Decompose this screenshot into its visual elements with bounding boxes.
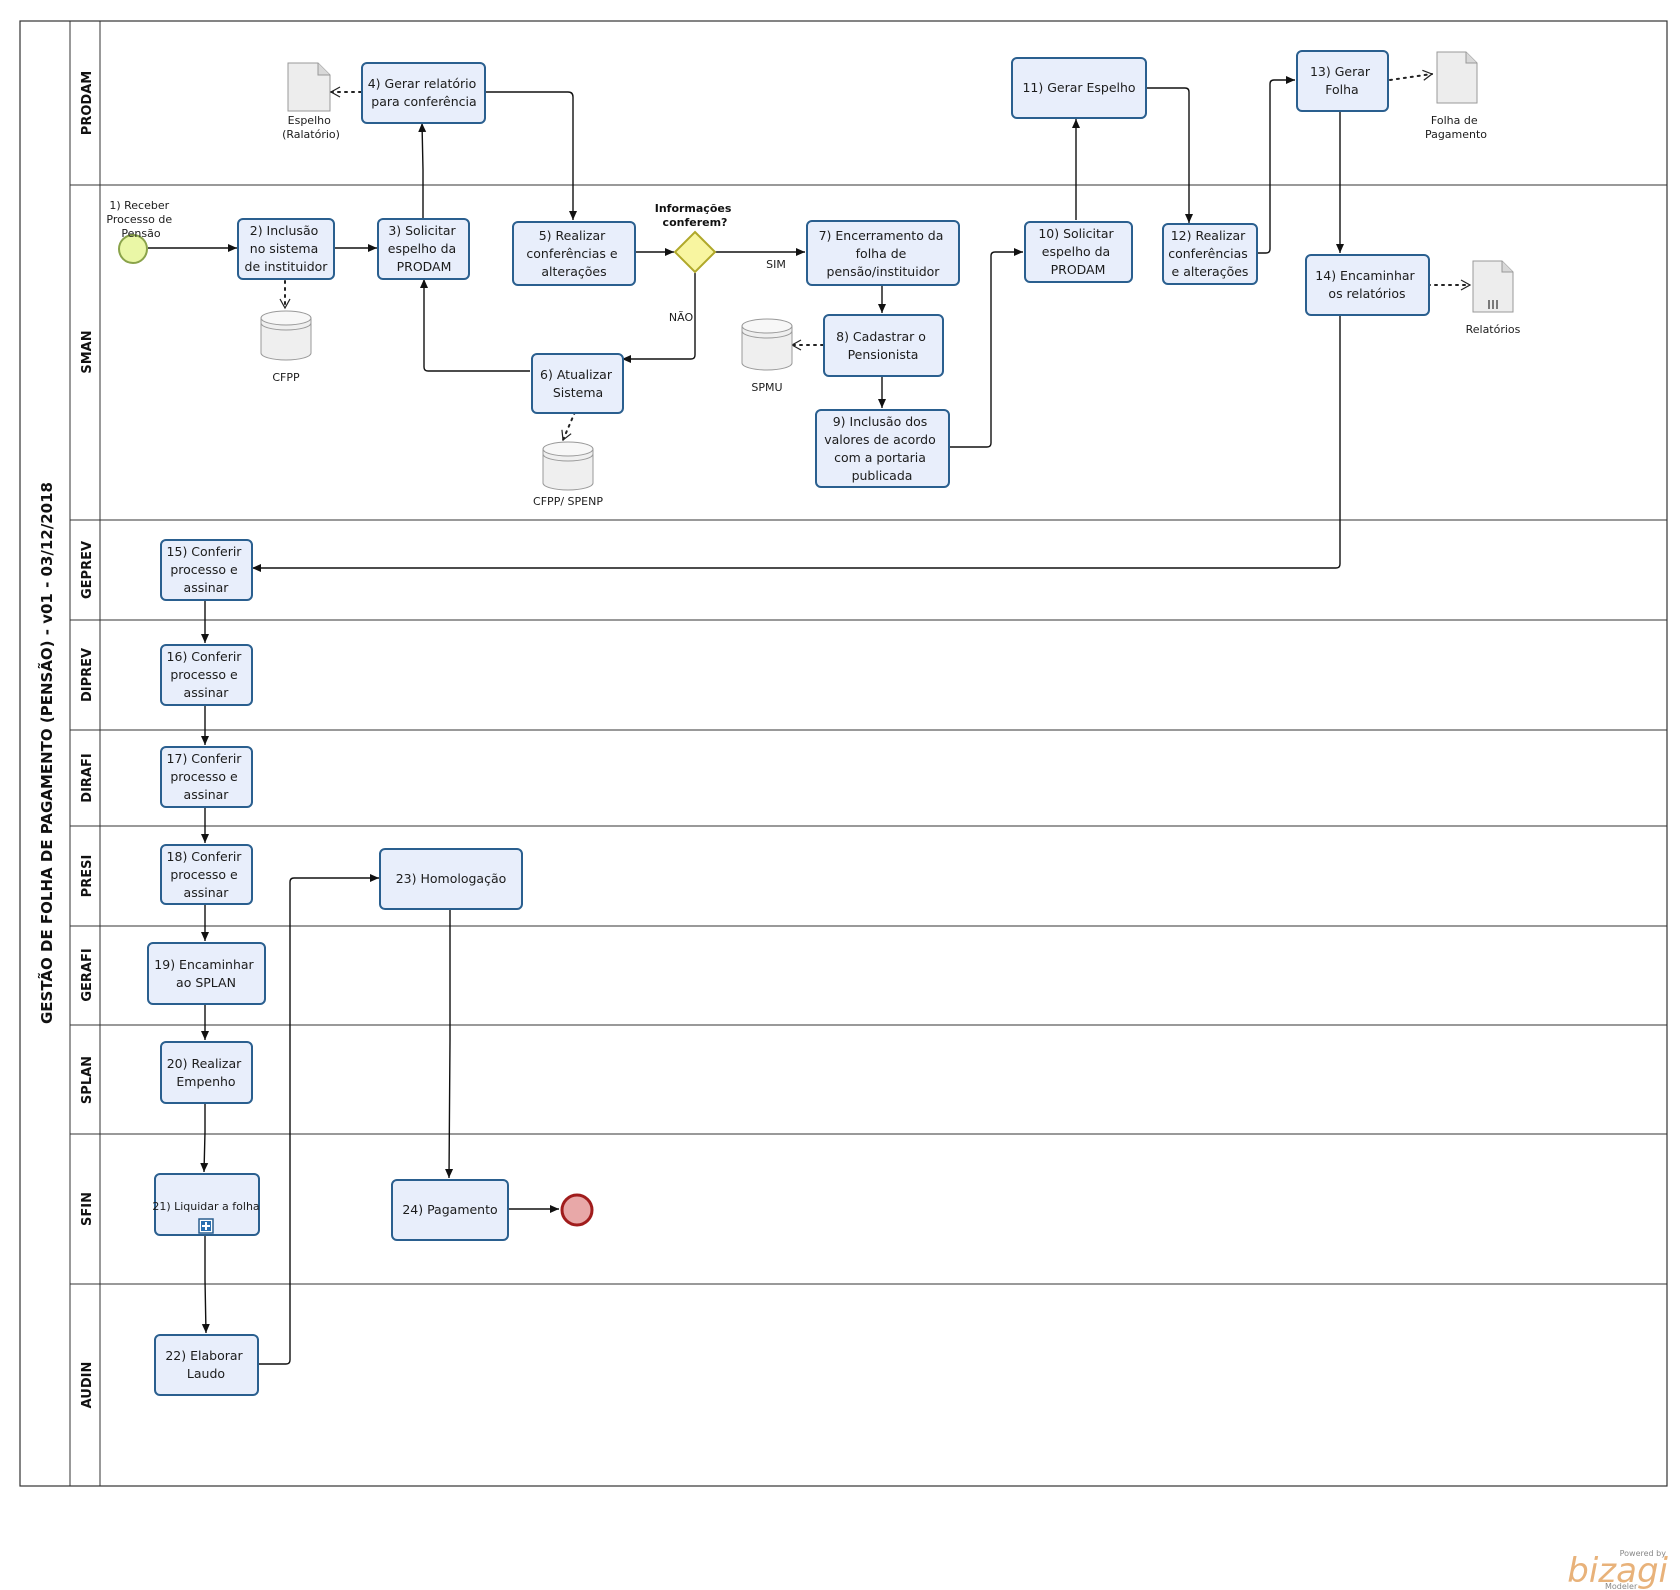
lane-splan: SPLAN bbox=[80, 1056, 95, 1104]
task-6[interactable]: 6) Atualizar Sistema bbox=[531, 353, 624, 414]
datastore-cfpp-spenp-label: CFPP/ SPENP bbox=[533, 495, 603, 508]
document-folha-icon bbox=[1436, 51, 1478, 104]
task-5[interactable]: 5) Realizar conferências e alterações bbox=[512, 221, 636, 286]
svg-text:17) Conferir processo e: 17) Conferir processo e assinar bbox=[167, 751, 246, 802]
flow-label-no: NÃO bbox=[669, 311, 694, 324]
datastore-cfpp-label: CFPP bbox=[272, 371, 300, 384]
svg-text:6) Atualizar Sistema: 6) Atualizar Sistema bbox=[540, 367, 616, 400]
datastore-spmu-label: SPMU bbox=[751, 381, 782, 394]
datastore-cfpp-spenp-icon bbox=[542, 441, 594, 491]
pool-title: GESTÃO DE FOLHA DE PAGAMENTO (PENSÃO) - … bbox=[37, 482, 56, 1024]
task-8[interactable]: 8) Cadastrar o Pensionista bbox=[823, 314, 944, 377]
task-11[interactable]: 11) Gerar Espelho bbox=[1011, 57, 1147, 119]
gateway-label: Informações conferem? bbox=[655, 202, 736, 229]
svg-text:15) Conferir processo e: 15) Conferir processo e assinar bbox=[167, 544, 246, 595]
task-14[interactable]: 14) Encaminhar os relatórios bbox=[1305, 254, 1430, 316]
document-relatorios-label: Relatórios bbox=[1466, 323, 1521, 336]
svg-text:11) Gerar Espelho: 11) Gerar Espelho bbox=[1022, 80, 1135, 95]
svg-text:Powered by: Powered by bbox=[1620, 1549, 1667, 1558]
task-9[interactable]: 9) Inclusão dos valores de acordo com a … bbox=[815, 409, 950, 488]
task-2[interactable]: 2) Inclusão no sistema de instituidor bbox=[237, 218, 335, 280]
document-folha-label: Folha de Pagamento bbox=[1425, 114, 1487, 141]
task-7[interactable]: 7) Encerramento da folha de pensão/insti… bbox=[806, 220, 960, 286]
task-24[interactable]: 24) Pagamento bbox=[391, 1179, 509, 1241]
task-15[interactable]: 15) Conferir processo e assinar bbox=[160, 539, 253, 601]
svg-text:16) Conferir processo e: 16) Conferir processo e assinar bbox=[167, 649, 246, 700]
svg-text:19) Encaminhar ao SPLAN: 19) Encaminhar ao SPLAN bbox=[154, 957, 257, 990]
svg-text:7) Encerramento da folha: 7) Encerramento da folha de pensão/insti… bbox=[819, 228, 948, 279]
task-4[interactable]: 4) Gerar relatório para conferência bbox=[361, 62, 486, 124]
svg-text:5) Realizar conferências: 5) Realizar conferências e alterações bbox=[526, 228, 621, 279]
task-19[interactable]: 19) Encaminhar ao SPLAN bbox=[147, 942, 266, 1005]
lane-sfin: SFIN bbox=[80, 1192, 95, 1226]
end-event[interactable] bbox=[560, 1193, 594, 1227]
lane-gerafi: GERAFI bbox=[80, 948, 95, 1001]
task-23[interactable]: 23) Homologação bbox=[379, 848, 523, 910]
lane-presi: PRESI bbox=[80, 855, 95, 898]
svg-text:13) Gerar Folha: 13) Gerar Folha bbox=[1310, 64, 1374, 97]
start-event-label: 1) Receber Processo de Pensão bbox=[106, 199, 175, 240]
sequence-flows bbox=[148, 76, 1344, 1365]
lane-prodam: PRODAM bbox=[80, 71, 95, 135]
svg-text:8) Cadastrar o Pensionis: 8) Cadastrar o Pensionista bbox=[836, 329, 930, 362]
start-event[interactable] bbox=[118, 234, 148, 264]
lane-audin: AUDIN bbox=[80, 1362, 95, 1409]
lane-geprev: GEPREV bbox=[80, 541, 95, 599]
svg-text:3) Solicitar espelho da: 3) Solicitar espelho da PRODAM bbox=[388, 223, 460, 274]
task-12[interactable]: 12) Realizar conferências e alterações bbox=[1162, 223, 1258, 285]
svg-text:18) Conferir processo e: 18) Conferir processo e assinar bbox=[167, 849, 246, 900]
lane-sman: SMAN bbox=[80, 330, 95, 373]
task-3[interactable]: 3) Solicitar espelho da PRODAM bbox=[377, 218, 470, 280]
svg-text:23) Homologação: 23) Homologação bbox=[396, 871, 507, 886]
lane-diprev: DIPREV bbox=[80, 648, 95, 702]
task-17[interactable]: 17) Conferir processo e assinar bbox=[160, 746, 253, 808]
datastore-cfpp-icon bbox=[260, 310, 312, 361]
svg-text:4) Gerar relatório para: 4) Gerar relatório para conferência bbox=[368, 76, 481, 109]
svg-text:14) Encaminhar os relató: 14) Encaminhar os relatórios bbox=[1315, 268, 1418, 301]
svg-text:bizagi: bizagi bbox=[1567, 1551, 1668, 1590]
svg-text:2) Inclusão no sistema: 2) Inclusão no sistema de instituidor bbox=[245, 223, 329, 274]
document-espelho-icon bbox=[287, 62, 331, 112]
task-20[interactable]: 20) Realizar Empenho bbox=[160, 1041, 253, 1104]
task-10[interactable]: 10) Solicitar espelho da PRODAM bbox=[1024, 221, 1133, 283]
document-espelho-label: Espelho (Ralatório) bbox=[282, 114, 340, 141]
task-21-subprocess[interactable]: 21) Liquidar a folha bbox=[152, 1173, 260, 1236]
decision-gateway[interactable] bbox=[673, 230, 717, 274]
svg-text:12) Realizar conferência: 12) Realizar conferências e alterações bbox=[1168, 228, 1252, 279]
associations bbox=[279, 69, 1472, 442]
task-16[interactable]: 16) Conferir processo e assinar bbox=[160, 644, 253, 706]
expand-subprocess-icon[interactable] bbox=[198, 1218, 214, 1234]
flow-label-yes: SIM bbox=[766, 258, 786, 271]
svg-text:10) Solicitar espelho da: 10) Solicitar espelho da PRODAM bbox=[1038, 226, 1117, 277]
document-relatorios-icon bbox=[1472, 260, 1514, 313]
svg-text:20) Realizar Empenho: 20) Realizar Empenho bbox=[167, 1056, 246, 1089]
task-18[interactable]: 18) Conferir processo e assinar bbox=[160, 844, 253, 905]
svg-text:Modeler: Modeler bbox=[1605, 1582, 1638, 1590]
svg-text:9) Inclusão dos valores: 9) Inclusão dos valores de acordo com a … bbox=[824, 414, 939, 483]
lanes: PRODAM SMAN GEPREV DIPREV DIRAFI PRESI G… bbox=[70, 71, 1667, 1409]
svg-text:24) Pagamento: 24) Pagamento bbox=[402, 1202, 497, 1217]
svg-text:21) Liquidar a folha: 21) Liquidar a folha bbox=[152, 1200, 259, 1213]
task-22[interactable]: 22) Elaborar Laudo bbox=[154, 1334, 259, 1396]
task-13[interactable]: 13) Gerar Folha bbox=[1296, 50, 1389, 112]
lane-dirafi: DIRAFI bbox=[80, 753, 95, 802]
datastore-spmu-icon bbox=[741, 318, 793, 371]
bizagi-logo: Powered by bizagi Modeler bbox=[1567, 1549, 1668, 1590]
svg-text:22) Elaborar Laudo: 22) Elaborar Laudo bbox=[165, 1348, 246, 1381]
